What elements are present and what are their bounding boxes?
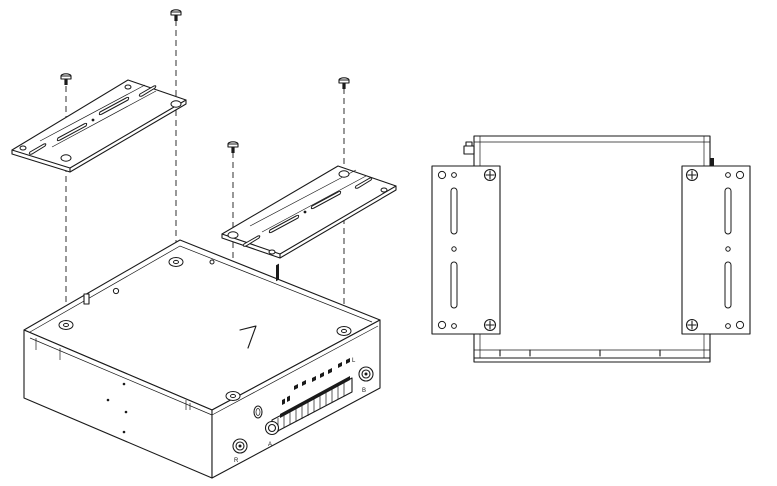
sim-slot xyxy=(253,405,263,419)
panel-label-2: R xyxy=(234,458,239,464)
screw-4 xyxy=(338,77,350,89)
enclosure-right-face xyxy=(211,319,381,479)
plan-connector-stub xyxy=(463,145,475,155)
screw-3 xyxy=(227,141,239,153)
antenna-stub xyxy=(83,293,90,305)
panel-label-4: L xyxy=(352,358,356,364)
orientation-mark xyxy=(239,325,257,349)
antenna-connector-center xyxy=(264,420,280,436)
device-body-plan xyxy=(473,135,711,359)
connector-panel: A R B L xyxy=(232,263,374,464)
panel-label-3: B xyxy=(362,388,366,394)
plan-bottom-tabs xyxy=(473,349,711,363)
antenna-connector-left xyxy=(232,438,248,454)
plan-bracket-left-plate xyxy=(431,165,501,335)
led-indicator-labels xyxy=(282,358,350,405)
mounting-bracket-left xyxy=(11,79,187,173)
exploded-isometric-view: A R B L xyxy=(11,9,397,479)
antenna-connector-right xyxy=(358,366,374,382)
plan-bracket-left xyxy=(431,165,501,335)
plan-bracket-right xyxy=(681,165,751,335)
bottom-plan-view xyxy=(431,135,751,363)
plan-bracket-right-plate xyxy=(681,165,751,335)
mounting-bracket-right xyxy=(221,165,397,259)
device-enclosure xyxy=(23,239,381,479)
screw-2 xyxy=(60,73,72,85)
panel-label-1: A xyxy=(268,442,272,448)
terminal-pins xyxy=(276,263,279,282)
screw-1 xyxy=(170,9,182,21)
